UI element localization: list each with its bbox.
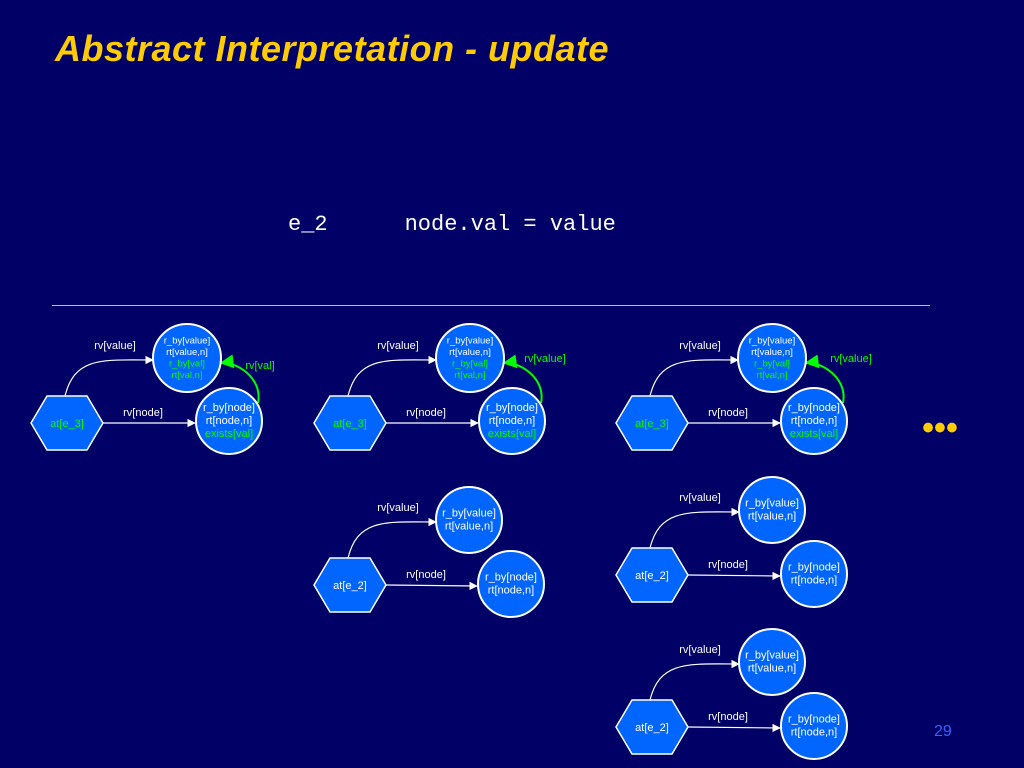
value-node-label: r_by[val]: [452, 358, 488, 369]
node-node: [478, 387, 546, 455]
value-node: [738, 476, 806, 544]
edge-rv-value-label: rv[value]: [377, 502, 419, 514]
shape-graph-4: at[e_2] rv[value] rv[node] r_by[value]rt[va…: [313, 486, 545, 618]
shape-graph-2: at[e_3] rv[value] rv[node] rv[value] r_by[va…: [313, 323, 566, 455]
statement-code: node.val = value: [404, 212, 616, 237]
edge-rv-val: [219, 354, 260, 404]
hexagon-label: at[e_3]: [635, 418, 669, 430]
node-node-label: rt[node,n]: [791, 415, 837, 427]
value-node-label: r_by[val]: [169, 358, 205, 369]
hexagon-label: at[e_2]: [333, 580, 367, 592]
value-node-label: rt[val,n]: [171, 370, 202, 381]
node-node-label: r_by[node]: [485, 571, 537, 583]
node-node-label: exists[val]: [205, 428, 253, 440]
value-node: [737, 323, 807, 393]
value-node-label: rt[value,n]: [449, 347, 491, 358]
value-node-label: r_by[value]: [745, 649, 799, 661]
edge-rv-value: [347, 517, 437, 559]
value-node-label: r_by[value]: [442, 507, 496, 519]
value-node-label: r_by[val]: [754, 358, 790, 369]
edge-rv-value-label: rv[value]: [679, 492, 721, 504]
edge-rv-value-label: rv[value]: [679, 644, 721, 656]
node-node: [780, 540, 848, 608]
node-node: [780, 387, 848, 455]
shape-graph-5: at[e_2] rv[value] rv[node] r_by[value]rt[va…: [615, 476, 848, 608]
edge-rv-val-label: rv[value]: [830, 353, 872, 365]
node-node-label: rt[node,n]: [791, 726, 837, 738]
node-node: [780, 692, 848, 760]
value-node-label: r_by[value]: [447, 335, 493, 346]
edge-rv-value: [649, 659, 740, 701]
statement: e_2 node.val = value: [288, 212, 616, 237]
shape-graph-3: at[e_3] rv[value] rv[node] rv[value] r_by[va…: [615, 323, 872, 455]
value-node: [152, 323, 222, 393]
value-node-label: rt[val,n]: [454, 370, 485, 381]
shape-graph-1: at[e_3] rv[value] rv[node] rv[val] r_by[valu…: [30, 323, 275, 455]
ellipsis: •••: [922, 409, 958, 447]
node-node-label: rt[node,n]: [488, 584, 534, 596]
node-node-label: r_by[node]: [203, 402, 255, 414]
edge-rv-value: [649, 507, 740, 549]
edge-rv-val-label: rv[value]: [524, 353, 566, 365]
divider: [52, 305, 930, 306]
node-node-label: rt[node,n]: [791, 574, 837, 586]
node-node-label: rt[node,n]: [206, 415, 252, 427]
value-node-label: rt[value,n]: [166, 347, 208, 358]
node-node-label: r_by[node]: [788, 561, 840, 573]
edge-rv-node-label: rv[node]: [708, 407, 748, 419]
node-node-label: rt[node,n]: [489, 415, 535, 427]
edge-rv-node: [687, 571, 781, 581]
edge-rv-node-label: rv[node]: [708, 559, 748, 571]
shape-graph-6: at[e_2] rv[value] rv[node] r_by[value]rt[va…: [615, 628, 848, 760]
edge-rv-node-label: rv[node]: [123, 407, 163, 419]
value-node: [435, 323, 505, 393]
node-node-label: r_by[node]: [486, 402, 538, 414]
value-node-label: rt[val,n]: [756, 370, 787, 381]
value-node-label: r_by[value]: [749, 335, 795, 346]
node-node: [477, 550, 545, 618]
value-node: [738, 628, 806, 696]
edge-rv-node-label: rv[node]: [406, 569, 446, 581]
edge-rv-node-label: rv[node]: [406, 407, 446, 419]
statement-label: e_2: [288, 212, 328, 237]
value-node-label: rt[value,n]: [751, 347, 793, 358]
hexagon-label: at[e_2]: [635, 570, 669, 582]
edge-rv-val: [804, 354, 845, 404]
node-node: [195, 387, 263, 455]
node-node-label: exists[val]: [790, 428, 838, 440]
hexagon-label: at[e_3]: [333, 418, 367, 430]
edge-rv-val: [502, 354, 543, 404]
node-node-label: r_by[node]: [788, 713, 840, 725]
hexagon-label: at[e_2]: [635, 722, 669, 734]
edge-rv-val-label: rv[val]: [245, 360, 274, 372]
edge-rv-value: [64, 355, 154, 397]
hexagon-label: at[e_3]: [50, 418, 84, 430]
edge-rv-value: [649, 355, 739, 397]
value-node-label: r_by[value]: [745, 497, 799, 509]
value-node-label: r_by[value]: [164, 335, 210, 346]
slide-title: Abstract Interpretation - update: [55, 28, 610, 69]
edge-rv-value-label: rv[value]: [94, 340, 136, 352]
value-node-label: rt[value,n]: [445, 520, 493, 532]
edge-rv-value-label: rv[value]: [679, 340, 721, 352]
edge-rv-node: [687, 723, 781, 733]
value-node: [435, 486, 503, 554]
node-node-label: exists[val]: [488, 428, 536, 440]
edge-rv-value-label: rv[value]: [377, 340, 419, 352]
edge-rv-node-label: rv[node]: [708, 711, 748, 723]
page-number: 29: [934, 723, 952, 740]
node-node-label: r_by[node]: [788, 402, 840, 414]
value-node-label: rt[value,n]: [748, 510, 796, 522]
value-node-label: rt[value,n]: [748, 662, 796, 674]
edge-rv-value: [347, 355, 437, 397]
edge-rv-node: [385, 581, 478, 591]
